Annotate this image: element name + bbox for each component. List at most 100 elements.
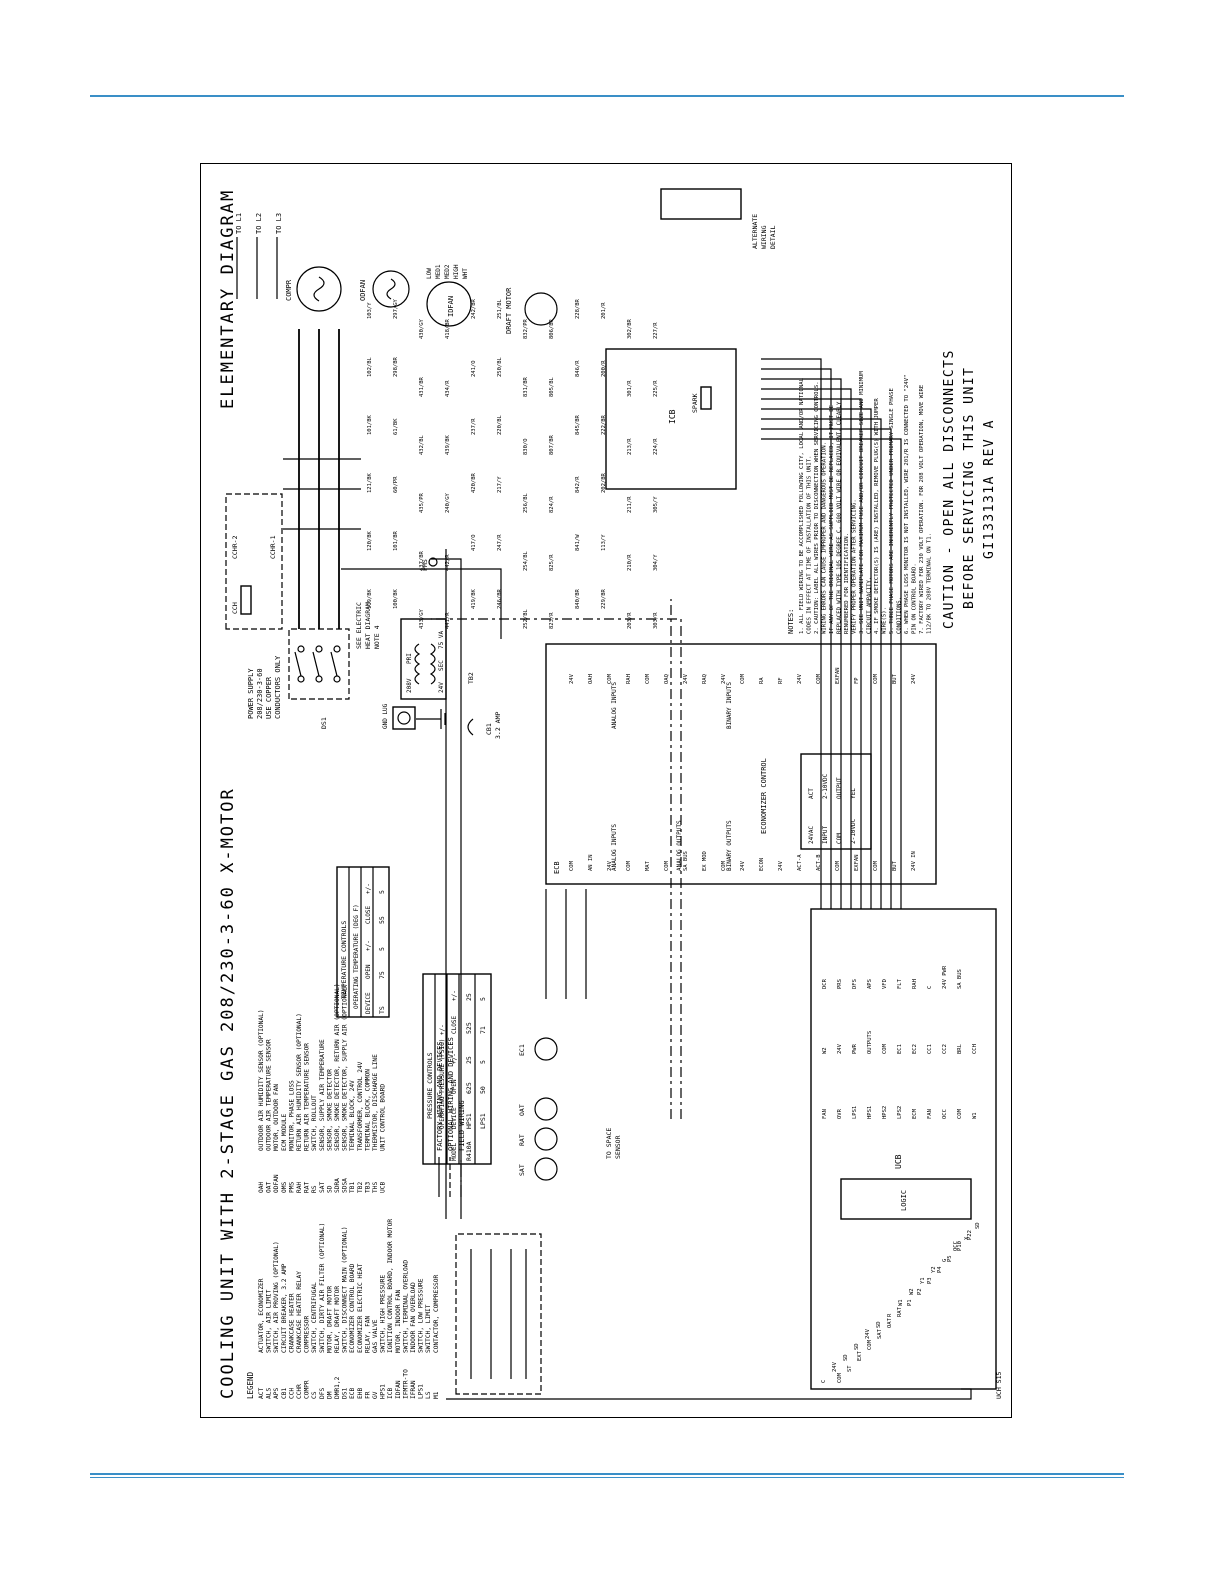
alternate-wiring-detail: ALTERNATE WIRING DETAIL <box>660 188 777 249</box>
legend-desc: ECONOMIZER CONTROL BOARD <box>349 1263 356 1353</box>
ecb-terminal: 24V <box>721 673 727 684</box>
pms-label: PMS <box>421 559 429 571</box>
note-line: VERIFY PROPER OPERATION AFTER SERVICING. <box>852 499 858 634</box>
legend-code: ALS <box>266 1388 273 1399</box>
actuator-label: ACT <box>808 788 815 799</box>
note-line: REPLACED WITH TYPE 105 DEGREE C, 600 VOL… <box>837 401 843 634</box>
legend-desc: ACTUATOR, ECONOMIZER <box>258 1278 265 1353</box>
note-line: 112/BK TO 208V TERMINAL ON T1. <box>927 533 933 634</box>
note-line: IF ANY OF THE ORIGINAL WIRE AS SUPPLIED … <box>829 404 835 634</box>
ucb-pin-label: DCR <box>822 978 828 989</box>
compressor-icon <box>296 266 342 312</box>
ecb-terminal: COM <box>569 860 575 871</box>
legend-desc: TERMINAL BLOCK, 24V <box>349 1080 356 1151</box>
ucb-terminal: P4 <box>937 1266 943 1273</box>
wire-label: 101/BK <box>367 414 373 435</box>
legend-desc: MOTOR, OUTDOOR FAN <box>273 1084 280 1151</box>
ucb-pin-label: FAN <box>822 1109 828 1119</box>
ecb-terminal: COM <box>607 673 613 684</box>
ecb-terminal: RAQ <box>702 674 708 684</box>
wire-label: 431/BR <box>419 376 425 397</box>
ecb-binary-outputs: BINARY OUTPUTS <box>726 820 733 871</box>
compressor-motor: COMPR <box>285 266 342 312</box>
wire-label: 430/GY <box>419 318 425 339</box>
ec1-sensor-icon <box>534 1037 558 1061</box>
ecb-terminal: BUT <box>892 673 898 684</box>
legend-desc: SWITCH, TERMINAL OVERLOAD <box>402 1260 409 1353</box>
legend-desc: SWITCH, DIRTY AIR FILTER (OPTIONAL) <box>319 1223 326 1353</box>
wire-label: 305/Y <box>653 496 659 513</box>
wire-label: 846/R <box>575 360 581 377</box>
legend-desc: RELAY, FAN <box>364 1315 371 1353</box>
wire-label: 842/R <box>575 476 581 493</box>
ecb-analog-inputs-bottom: ANALOG INPUTS <box>611 682 618 729</box>
wire-label: 211/R <box>627 496 633 513</box>
ucb-terminal: COM <box>837 1372 843 1383</box>
spark-label: SPARK <box>691 393 699 413</box>
note-line: CIRCUIT AMPACITY. <box>867 577 873 634</box>
note-line: WIRING ERRORS CAN CAUSE IMPROPER AND DAN… <box>822 442 828 634</box>
ucb-terminal: 24V <box>865 1328 871 1339</box>
ecb-terminal: COM <box>645 673 651 684</box>
transformer-sec-1: 24V <box>438 682 445 693</box>
odfan-label: ODFAN <box>359 280 367 301</box>
ec1-label: EC1 <box>518 1044 526 1056</box>
cb1-rating: 3.2 AMP <box>494 712 502 739</box>
wire-label: 439/BK <box>445 434 451 455</box>
note-line: 5. THREE PHASE MOTORS ARE INHERENTLY PRO… <box>889 388 895 634</box>
pressure-table-cell: R410A <box>465 1141 473 1161</box>
wire-label: 61/BK <box>393 418 399 435</box>
ucb-terminal: COM <box>867 1339 873 1350</box>
legend-desc: SENSOR, SMOKE DETECTOR, RETURN AIR (OPTI… <box>334 983 341 1151</box>
icb-label: ICB <box>668 409 677 424</box>
legend-code: LPS1 <box>418 1384 425 1399</box>
wire-label: 418/BR <box>445 318 451 339</box>
wire-label: 254/BL <box>523 550 529 571</box>
wire-label: 807/BR <box>549 434 555 455</box>
ucb-terminal: ST <box>847 1365 853 1372</box>
idfan-speed: MED2 <box>444 264 451 279</box>
wire-label: 203/R <box>627 612 633 629</box>
to-line-labels: TO L1 TO L2 TO L3 <box>235 213 283 299</box>
wire-label: 301/R <box>627 380 633 397</box>
wire-label: 217/Y <box>497 476 503 493</box>
idfan-icon <box>426 281 472 327</box>
ucb-terminal: P22 <box>967 1230 973 1240</box>
legend-code: RAH <box>296 1182 303 1193</box>
pressure-table-cell: 25 <box>465 1056 473 1064</box>
see-electric-2: HEAT DIAGRAM <box>364 602 372 649</box>
temperature-table-header: +/- <box>365 883 372 894</box>
wire-labels: 119/BK120/BK121/BK101/BK102/BL103/Y100/B… <box>367 298 659 629</box>
ecb-terminal: 24V <box>778 860 784 871</box>
sat-sensor-icon <box>534 1157 558 1181</box>
legend-code: TB2 <box>357 1182 364 1193</box>
wire-label: 228/BR <box>575 298 581 319</box>
ucb-pin-label: HPS1 <box>867 1106 873 1119</box>
ecb-terminal: 24V <box>911 673 917 684</box>
field-wiring-text: FIELD WIRING <box>458 1100 466 1151</box>
ucb-terminal: RAT <box>897 1306 903 1317</box>
power-supply-line4: CONDUCTORS ONLY <box>274 655 282 719</box>
smoke-detector-loop <box>455 1233 542 1395</box>
wire-label: 805/BL <box>549 376 555 397</box>
pressure-table-header: CLOSE <box>451 1016 458 1034</box>
ecb-terminal: COM <box>816 673 822 684</box>
legend-heading: LEGEND <box>246 1371 255 1399</box>
ucb-pin-label: C <box>927 986 933 989</box>
wire-label: 823/R <box>549 612 555 629</box>
oat-sensor-icon <box>534 1097 558 1121</box>
wire-label: 420/BR <box>471 472 477 493</box>
legend-desc: IGNITION CONTROL BOARD, INDOOR MOTOR <box>387 1219 394 1353</box>
legend-code: HPS1 <box>380 1384 387 1399</box>
legend-desc: CIRCUIT BREAKER, 3.2 AMP <box>281 1263 288 1353</box>
wire-label: 298/BR <box>393 356 399 377</box>
wire-label: 246/BR <box>497 588 503 609</box>
legend-code: SDSA <box>342 1178 349 1193</box>
pressure-table-cells: MODELDEVICEOPEN+/-CLOSE+/-R410AHPS162525… <box>451 990 487 1161</box>
ecb-terminal: EX MOD <box>702 851 708 871</box>
pressure-table-title: PRESSURE CONTROLS <box>426 1052 434 1119</box>
wire-label: 225/R <box>653 380 659 397</box>
legend-code: DMR1,2 <box>334 1376 341 1399</box>
rat-label: RAT <box>518 1134 526 1146</box>
